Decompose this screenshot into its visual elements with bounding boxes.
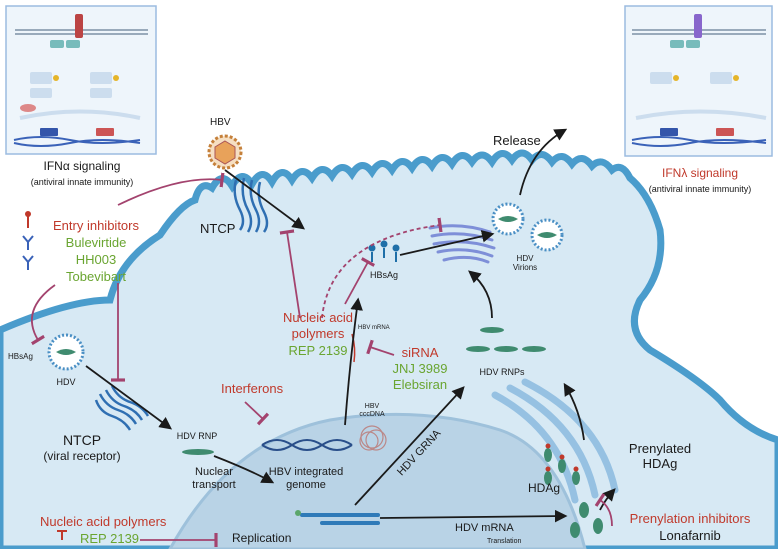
prenylated-hdag-icon [544,443,580,485]
interferons-label: Interferons [221,381,284,396]
inhibit-nap-hbv-entry [279,229,301,319]
dna-helix-icon [261,439,353,451]
cccdna-icon [359,425,387,451]
arrow-hbsag-to-golgi [399,230,495,256]
ifna-title: IFNα signaling [43,159,121,173]
endoplasmic-reticulum [491,378,619,504]
hdag-label: HDAg [528,481,561,495]
entry-inhibitor-drug-icons [22,211,34,270]
replication-label: Replication [232,531,292,545]
hbv-label: HBV [210,117,231,128]
prenylated-hdag-label: Prenylated HDAg [628,441,692,471]
inhibit-antibodies-hbsag [30,284,56,346]
hbsag-outside-label: HBsAg [8,352,33,361]
arrow-hdv-grna [354,386,465,506]
elebsiran-label: Elebsiran [392,377,448,392]
ifna-subtitle: (antiviral innate immunity) [30,177,134,187]
hbv-mrna-label: HBV mRNA [358,325,390,331]
jnj3989-label: JNJ 3989 [392,361,448,376]
hdv-rnps-label: HDV RNPs [479,367,525,377]
inhibit-nap-hbsag [344,257,376,305]
hdag-icon [570,502,603,538]
ifnl-title: IFNλ signaling [661,166,739,180]
arrow-hbv-entry [224,169,306,230]
arrow-release [519,128,568,196]
inhibit-ifna-to-receptor [117,172,225,206]
prenylation-inhibitors-label: Prenylation inhibitors [629,511,751,526]
arrow-nuclear-transport [213,455,275,484]
arrow-hdv-mrna [379,509,568,523]
nap-middle-label-1: Nucleic acid [282,310,354,325]
ifna-inset-panel [5,5,157,155]
hbv-integrated-genome-label: HBV integrated genome [268,466,344,491]
hdv-outside-label: HDV [56,377,76,387]
hbsag-cell-label: HBsAg [369,270,399,280]
hdv-virions-icon [491,202,564,252]
hdv-virions-label: HDV Virions [512,254,538,273]
ntcp-receptor-bottom-icon [94,385,150,431]
inhibition-lines [30,172,613,548]
nap-middle-label-2: polymers [291,326,345,341]
hdv-rnps-icon [466,327,546,352]
translation-label: Translation [487,538,522,545]
ifnl-inset-panel [624,5,773,157]
inhibit-sirna [366,339,395,356]
arrow-hbv-mrna [344,297,363,426]
rep2139-middle-label: REP 2139 [288,343,348,358]
hdv-rnp-icon [182,449,214,455]
hdv-rnp-label: HDV RNP [176,431,218,441]
hdv-virion-left-icon [47,333,85,371]
arrow-prenylation [599,488,616,511]
arrow-hdv-entry [85,365,173,430]
hbv-cccdna-label: HBV cccDNA [359,403,385,419]
rep2139-drug-icon [57,530,67,540]
arrow-prenylated-to-release [563,382,585,441]
tobevibart-label: Tobevibart [66,269,126,284]
sirna-label: siRNA [401,345,439,360]
hdv-rna-strand-icon [295,510,380,525]
hbv-virion-icon [207,134,243,170]
ntcp-bottom-label-2: (viral receptor) [43,449,121,463]
inhibit-nap-release-dashed [321,217,443,319]
lonafarnib-label: Lonafarnib [659,528,721,543]
ntcp-bottom-label-1: NTCP [62,432,102,448]
ntcp-top-label: NTCP [200,221,236,236]
nuclear-transport-label: Nuclear transport [192,466,236,491]
inhibit-interferons [244,401,270,426]
inhibit-prenylation [594,493,613,527]
ifnl-subtitle: (antiviral innate immunity) [648,184,752,194]
hh003-label: HH003 [75,252,117,267]
rep2139-bottom-label: REP 2139 [80,531,140,546]
arrow-rnp-to-golgi [468,270,493,319]
process-arrows [85,128,616,523]
hdv-mrna-label: HDV mRNA [455,522,514,534]
nap-bottom-label: Nucleic acid polymers [40,514,167,529]
bulevirtide-label: Bulevirtide [65,235,127,250]
release-label: Release [493,133,541,148]
entry-inhibitors-label: Entry inhibitors [53,218,139,233]
